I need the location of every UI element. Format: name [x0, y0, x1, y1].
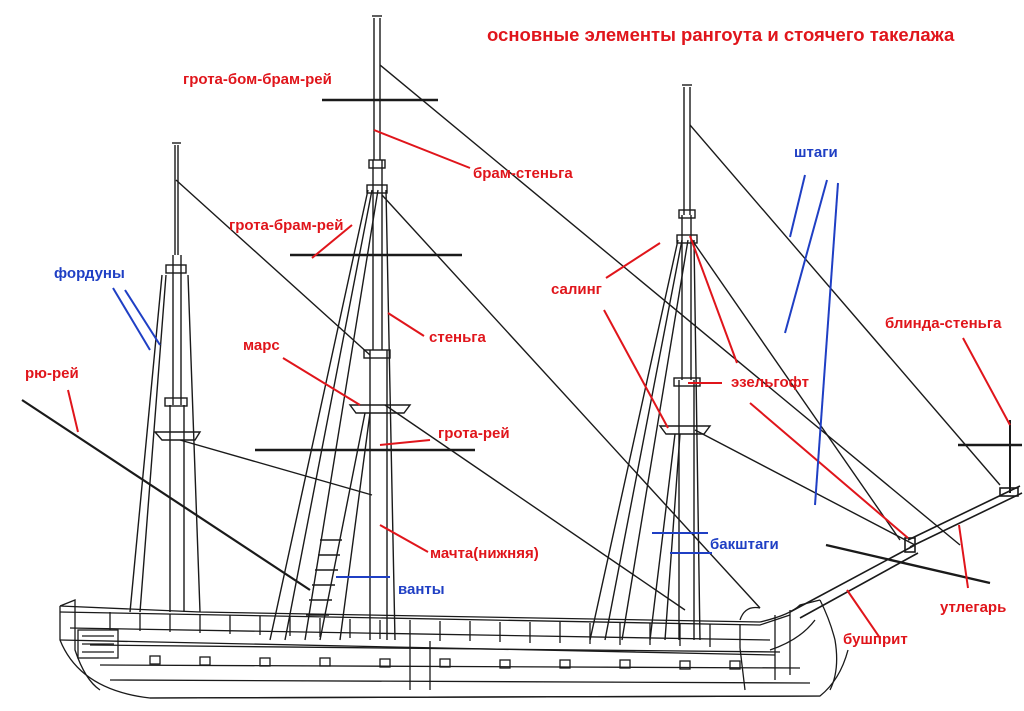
label-vanty: ванты [398, 581, 445, 598]
red-leader-lines [67, 129, 1011, 639]
label-blinda-stenga: блинда-стеньга [885, 315, 1002, 332]
label-grota-bom-bram-rey: грота-бом-брам-рей [183, 71, 332, 88]
label-grota-rey: грота-рей [438, 425, 510, 442]
main-mast [255, 15, 961, 641]
bowsprit [789, 420, 1023, 619]
blue-leader-lines [112, 174, 839, 578]
label-grota-bram-rey: грота-брам-рей [229, 217, 344, 234]
label-shtagi: штаги [794, 144, 838, 161]
label-bram-stenga: брам-стеньга [473, 165, 573, 182]
label-ezelgoft: эзельгофт [731, 374, 809, 391]
label-ryu-rey: рю-рей [25, 365, 79, 382]
hull [59, 599, 849, 699]
label-fordunу: фордуны [54, 265, 125, 282]
diagram-title: основные элементы рангоута и стоячего та… [487, 24, 955, 45]
label-machta: мачта(нижняя) [430, 545, 539, 562]
label-stenga: стеньга [429, 329, 486, 346]
label-bakshtagi: бакштаги [710, 536, 779, 553]
label-bushprit: бушприт [843, 631, 908, 648]
label-utlegar: утлегарь [940, 599, 1007, 616]
fore-mast [589, 84, 1001, 641]
mizzen-mast [21, 142, 373, 613]
label-saling: салинг [551, 281, 602, 298]
label-mars: марс [243, 337, 280, 354]
